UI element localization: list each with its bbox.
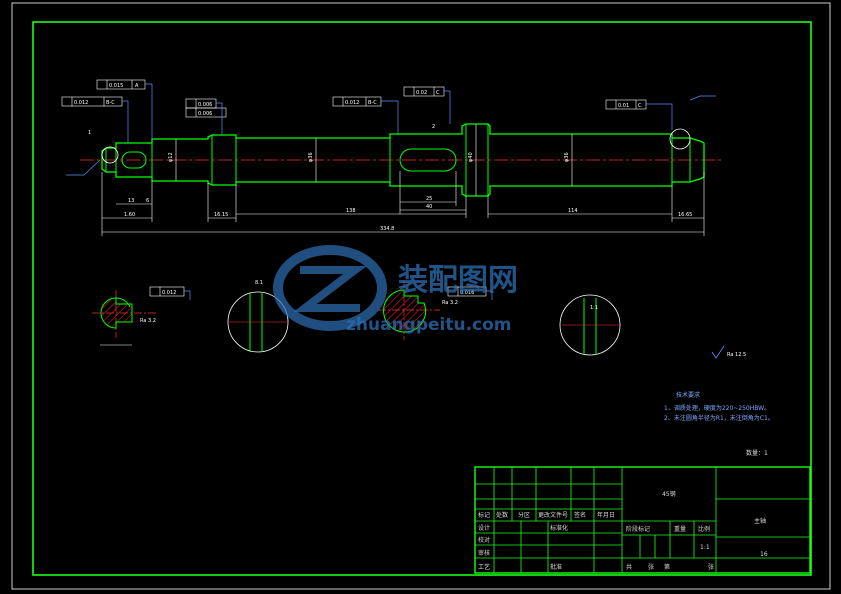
section1-roughness: Ra 3.2 — [140, 318, 156, 324]
tb-scale: 比例 — [698, 525, 710, 533]
watermark-logo-icon — [273, 245, 387, 331]
section3-roughness: Ra 3.2 — [442, 300, 458, 306]
tb-review: 审核 — [478, 549, 490, 557]
title-block: 45钢 主轴 16 标记 处数 分区 更改文件号 签名 年月日 设计 标准化 校… — [474, 466, 811, 574]
tol-2-ref: B-C — [106, 100, 115, 106]
tb-header-5: 年月日 — [597, 511, 615, 519]
dim-seg1: 1.60 — [124, 212, 135, 218]
tol-2: 0.012 — [74, 100, 88, 106]
keyway-middle — [399, 148, 457, 172]
dim-dia-a: φ12 — [168, 152, 174, 162]
label-1: 1 — [88, 130, 91, 136]
tol-3b: 0.006 — [198, 111, 212, 117]
leader-lines — [66, 83, 716, 300]
tb-drawing-no: 16 — [760, 551, 768, 558]
watermark-title: 装配图网 — [398, 263, 518, 298]
section2-label: 8.1 — [255, 280, 263, 286]
tb-standardize: 标准化 — [550, 524, 568, 532]
notes-heading: 技术要求 — [676, 391, 700, 399]
tol-6-ref: C — [638, 103, 642, 109]
section-view-3: Ra 3.2 — [378, 280, 458, 340]
tol-5-ref: C — [436, 90, 440, 96]
tol-1-ref: A — [135, 83, 139, 89]
section-view-1: Ra 3.2 — [92, 290, 158, 346]
tb-header-0: 标记 — [478, 511, 490, 519]
tol-4: 0.012 — [345, 100, 359, 106]
tb-sheets-total: 张 — [648, 563, 654, 571]
tb-stage-mark: 阶段标记 — [626, 525, 650, 533]
tol-6: 0.01 — [618, 103, 629, 109]
general-roughness: Ra 12.5 — [711, 345, 746, 359]
dim-total: 334.8 — [380, 226, 394, 232]
notes-item1: 1、调质处理，硬度为220~250HBW。 — [664, 404, 770, 412]
dimensions — [101, 124, 705, 236]
detail-circle-right — [669, 128, 691, 150]
dim-seg9: 16.65 — [678, 212, 692, 218]
tol-7: 0.012 — [162, 290, 176, 296]
watermark: 装配图网 zhuangpeitu.com — [273, 245, 518, 335]
sheet-outer-border — [11, 2, 831, 590]
tb-header-2: 分区 — [518, 511, 530, 519]
tb-header-1: 处数 — [496, 511, 508, 519]
watermark-url: zhuangpeitu.com — [346, 315, 512, 335]
dim-dia-d: φ36 — [564, 152, 570, 162]
tol-4-ref: B-C — [368, 100, 377, 106]
tolerance-frames — [61, 79, 647, 297]
tb-sheet-num: 张 — [708, 563, 714, 571]
section-view-2: 8.1 — [227, 280, 289, 353]
dim-seg7: 25 — [426, 196, 432, 202]
tb-scale-value: 1:1 — [700, 544, 710, 551]
dim-dia-c: φ40 — [468, 152, 474, 162]
tb-sheets-label: 共 — [626, 563, 632, 571]
dim-seg6: 40 — [426, 204, 432, 210]
tb-design: 设计 — [478, 524, 490, 532]
quantity: 数量：1 — [746, 449, 768, 457]
tb-sheet-label: 第 — [664, 563, 670, 571]
general-roughness-value: Ra 12.5 — [727, 352, 746, 358]
tb-process: 工艺 — [478, 563, 490, 571]
dim-dia-b: φ36 — [308, 152, 314, 162]
tb-material: 45钢 — [662, 490, 676, 498]
dimension-labels: 334.8 1.60 13 6 16.15 138 40 25 114 16.6… — [124, 152, 692, 232]
tol-3: 0.006 — [198, 102, 212, 108]
tb-approve: 批准 — [550, 563, 562, 571]
dim-seg3: 6 — [146, 198, 149, 204]
keyway-left — [121, 151, 147, 169]
detail-circle-left — [101, 146, 119, 164]
tolerance-labels: 0.015 A 0.012 B-C 0.006 0.006 0.012 B-C … — [74, 83, 642, 296]
tb-header-3: 更改文件号 — [538, 511, 568, 519]
dim-seg5: 138 — [346, 208, 356, 214]
tol-8: 0.016 — [460, 290, 474, 296]
technical-notes: 技术要求 1、调质处理，硬度为220~250HBW。 2、未注圆角半径为R1，未… — [664, 391, 774, 457]
dim-seg8: 114 — [568, 208, 578, 214]
section-view-4: 1:1 — [559, 294, 621, 356]
tol-5: 0.02 — [416, 90, 427, 96]
tb-weight: 重量 — [674, 525, 686, 533]
drawing-frame — [32, 21, 812, 576]
tb-check: 校对 — [478, 536, 490, 544]
tb-header-4: 签名 — [574, 511, 586, 519]
notes-item2: 2、未注圆角半径为R1，未注倒角为C1。 — [664, 414, 774, 422]
label-2: 2 — [432, 124, 435, 130]
tb-part-name: 主轴 — [754, 517, 766, 525]
dim-seg2: 13 — [128, 198, 134, 204]
dim-seg4: 16.15 — [214, 212, 228, 218]
section4-label: 1:1 — [590, 305, 598, 311]
tol-1: 0.015 — [109, 83, 123, 89]
